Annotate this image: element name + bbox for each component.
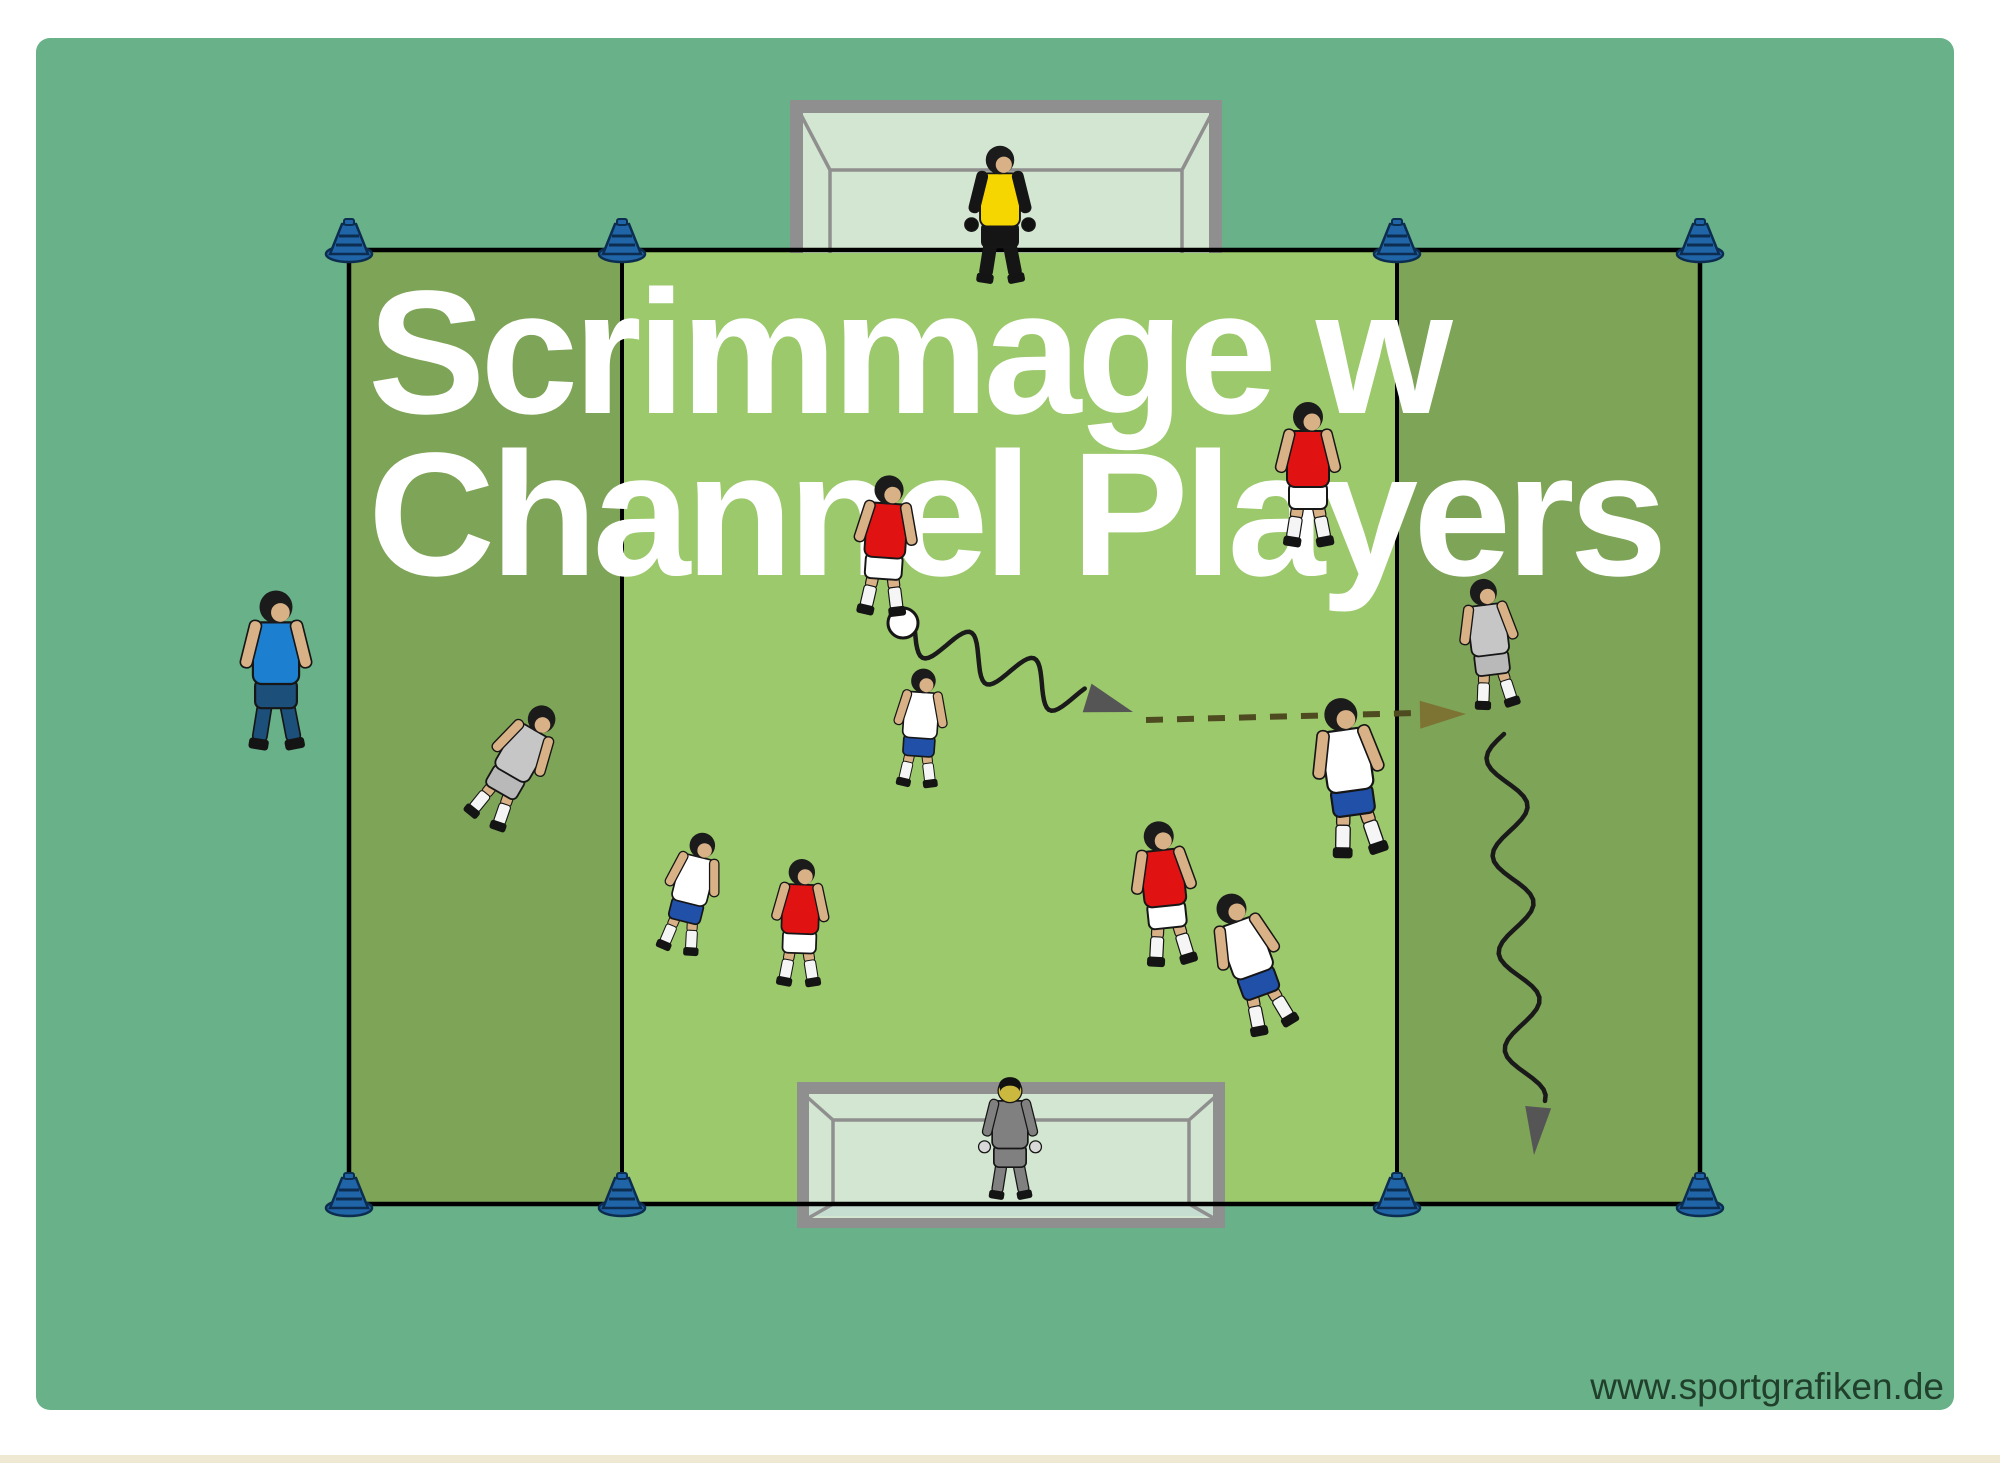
cone xyxy=(324,218,374,264)
page-bottom-edge xyxy=(0,1455,2000,1463)
right-channel xyxy=(1397,250,1700,1204)
cone xyxy=(1675,218,1725,264)
dribble-arrow-channel xyxy=(1484,731,1552,1155)
white-player-center xyxy=(893,668,948,789)
white-player-low-left xyxy=(655,832,720,957)
center-field xyxy=(622,250,1397,1204)
cone xyxy=(324,1172,374,1218)
goalkeeper-top xyxy=(964,145,1036,284)
coach xyxy=(239,590,313,751)
dribble-arrow-center xyxy=(912,629,1133,713)
cone xyxy=(1675,1172,1725,1218)
white-player-low-right xyxy=(1213,893,1300,1038)
watermark-text: www.sportgrafiken.de xyxy=(1589,1366,1944,1407)
cone xyxy=(1372,218,1422,264)
red-player-mid xyxy=(1130,821,1199,968)
players-layer xyxy=(239,145,1521,1200)
white-player-mid-right xyxy=(1312,698,1389,859)
channel-player-right xyxy=(1459,578,1521,711)
red-player-low xyxy=(771,859,830,988)
left-channel xyxy=(349,250,622,1204)
red-player-dribbler xyxy=(853,475,918,617)
cone xyxy=(597,1172,647,1218)
title-line2: Channel Players xyxy=(368,417,1663,613)
cone xyxy=(597,218,647,264)
arrows-layer xyxy=(912,629,1552,1155)
title-line1: Scrimmage w xyxy=(368,255,1454,451)
cone xyxy=(1372,1172,1422,1218)
goalkeeper-bottom xyxy=(977,1077,1043,1200)
channel-player-left xyxy=(463,705,556,833)
pass-arrow xyxy=(1145,700,1466,729)
red-player-right-wing xyxy=(1274,402,1342,548)
